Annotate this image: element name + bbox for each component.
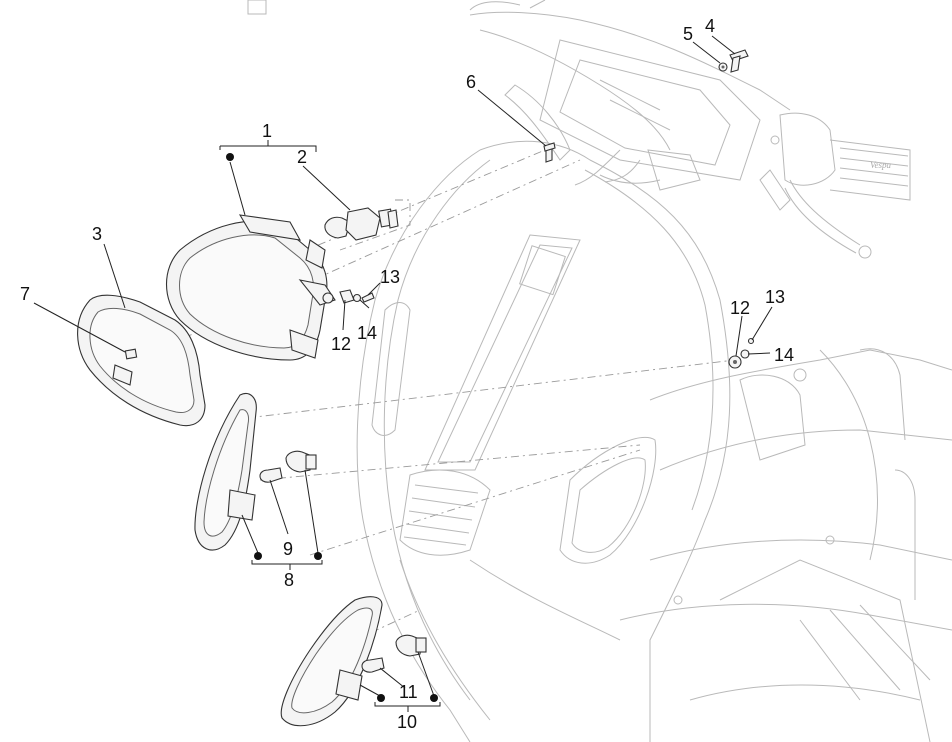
callout-1: 1 (262, 121, 272, 141)
callout-4: 4 (705, 16, 715, 36)
callout-11: 11 (399, 682, 418, 702)
grip-logo-text: Vespa (870, 160, 891, 170)
callout-5: 5 (683, 24, 693, 44)
washer-part-14-right (740, 349, 750, 359)
turn-signal-upper-part (194, 393, 257, 551)
callout-12-left: 12 (331, 334, 351, 354)
headlight-bezel-part (77, 294, 206, 427)
clip-part-12-left (339, 289, 355, 304)
callout-labels: 1 2 3 4 5 6 7 12 14 13 12 13 14 9 8 11 1… (20, 16, 794, 732)
turn-signal-lower-part (280, 596, 383, 727)
callout-13-left: 13 (380, 267, 400, 287)
callout-10: 10 (397, 712, 417, 732)
handlebar-assembly: Vespa (469, 0, 911, 259)
bulb-socket-lower-part (395, 634, 427, 657)
callout-14-right: 14 (774, 345, 794, 365)
turn-signal-bulb-upper-part (259, 467, 283, 483)
nut-part-12-right (728, 355, 742, 369)
callout-13-right: 13 (765, 287, 785, 307)
screw-part-4 (729, 49, 749, 73)
bulb-socket-upper-part (285, 450, 317, 473)
turn-signal-bulb-lower-part (361, 657, 385, 673)
washer-part-5 (718, 62, 728, 72)
callout-9: 9 (283, 539, 293, 559)
screw-part-6 (543, 142, 556, 163)
callout-2: 2 (297, 147, 307, 167)
assembly-guide-lines (134, 149, 736, 641)
leader-lines (33, 35, 773, 712)
callout-14-left: 14 (357, 323, 377, 343)
washer-part-14-left (352, 293, 362, 303)
headlight-bulb-part (324, 207, 399, 241)
bracket-dots (226, 153, 438, 702)
callout-12-right: 12 (730, 298, 750, 318)
callout-3: 3 (92, 224, 102, 244)
frame-corner-mark (247, 0, 267, 15)
scooter-front-shield (356, 140, 952, 742)
callout-7: 7 (20, 284, 30, 304)
headlight-housing-part (165, 214, 336, 361)
callout-6: 6 (466, 72, 476, 92)
callout-8: 8 (284, 570, 294, 590)
